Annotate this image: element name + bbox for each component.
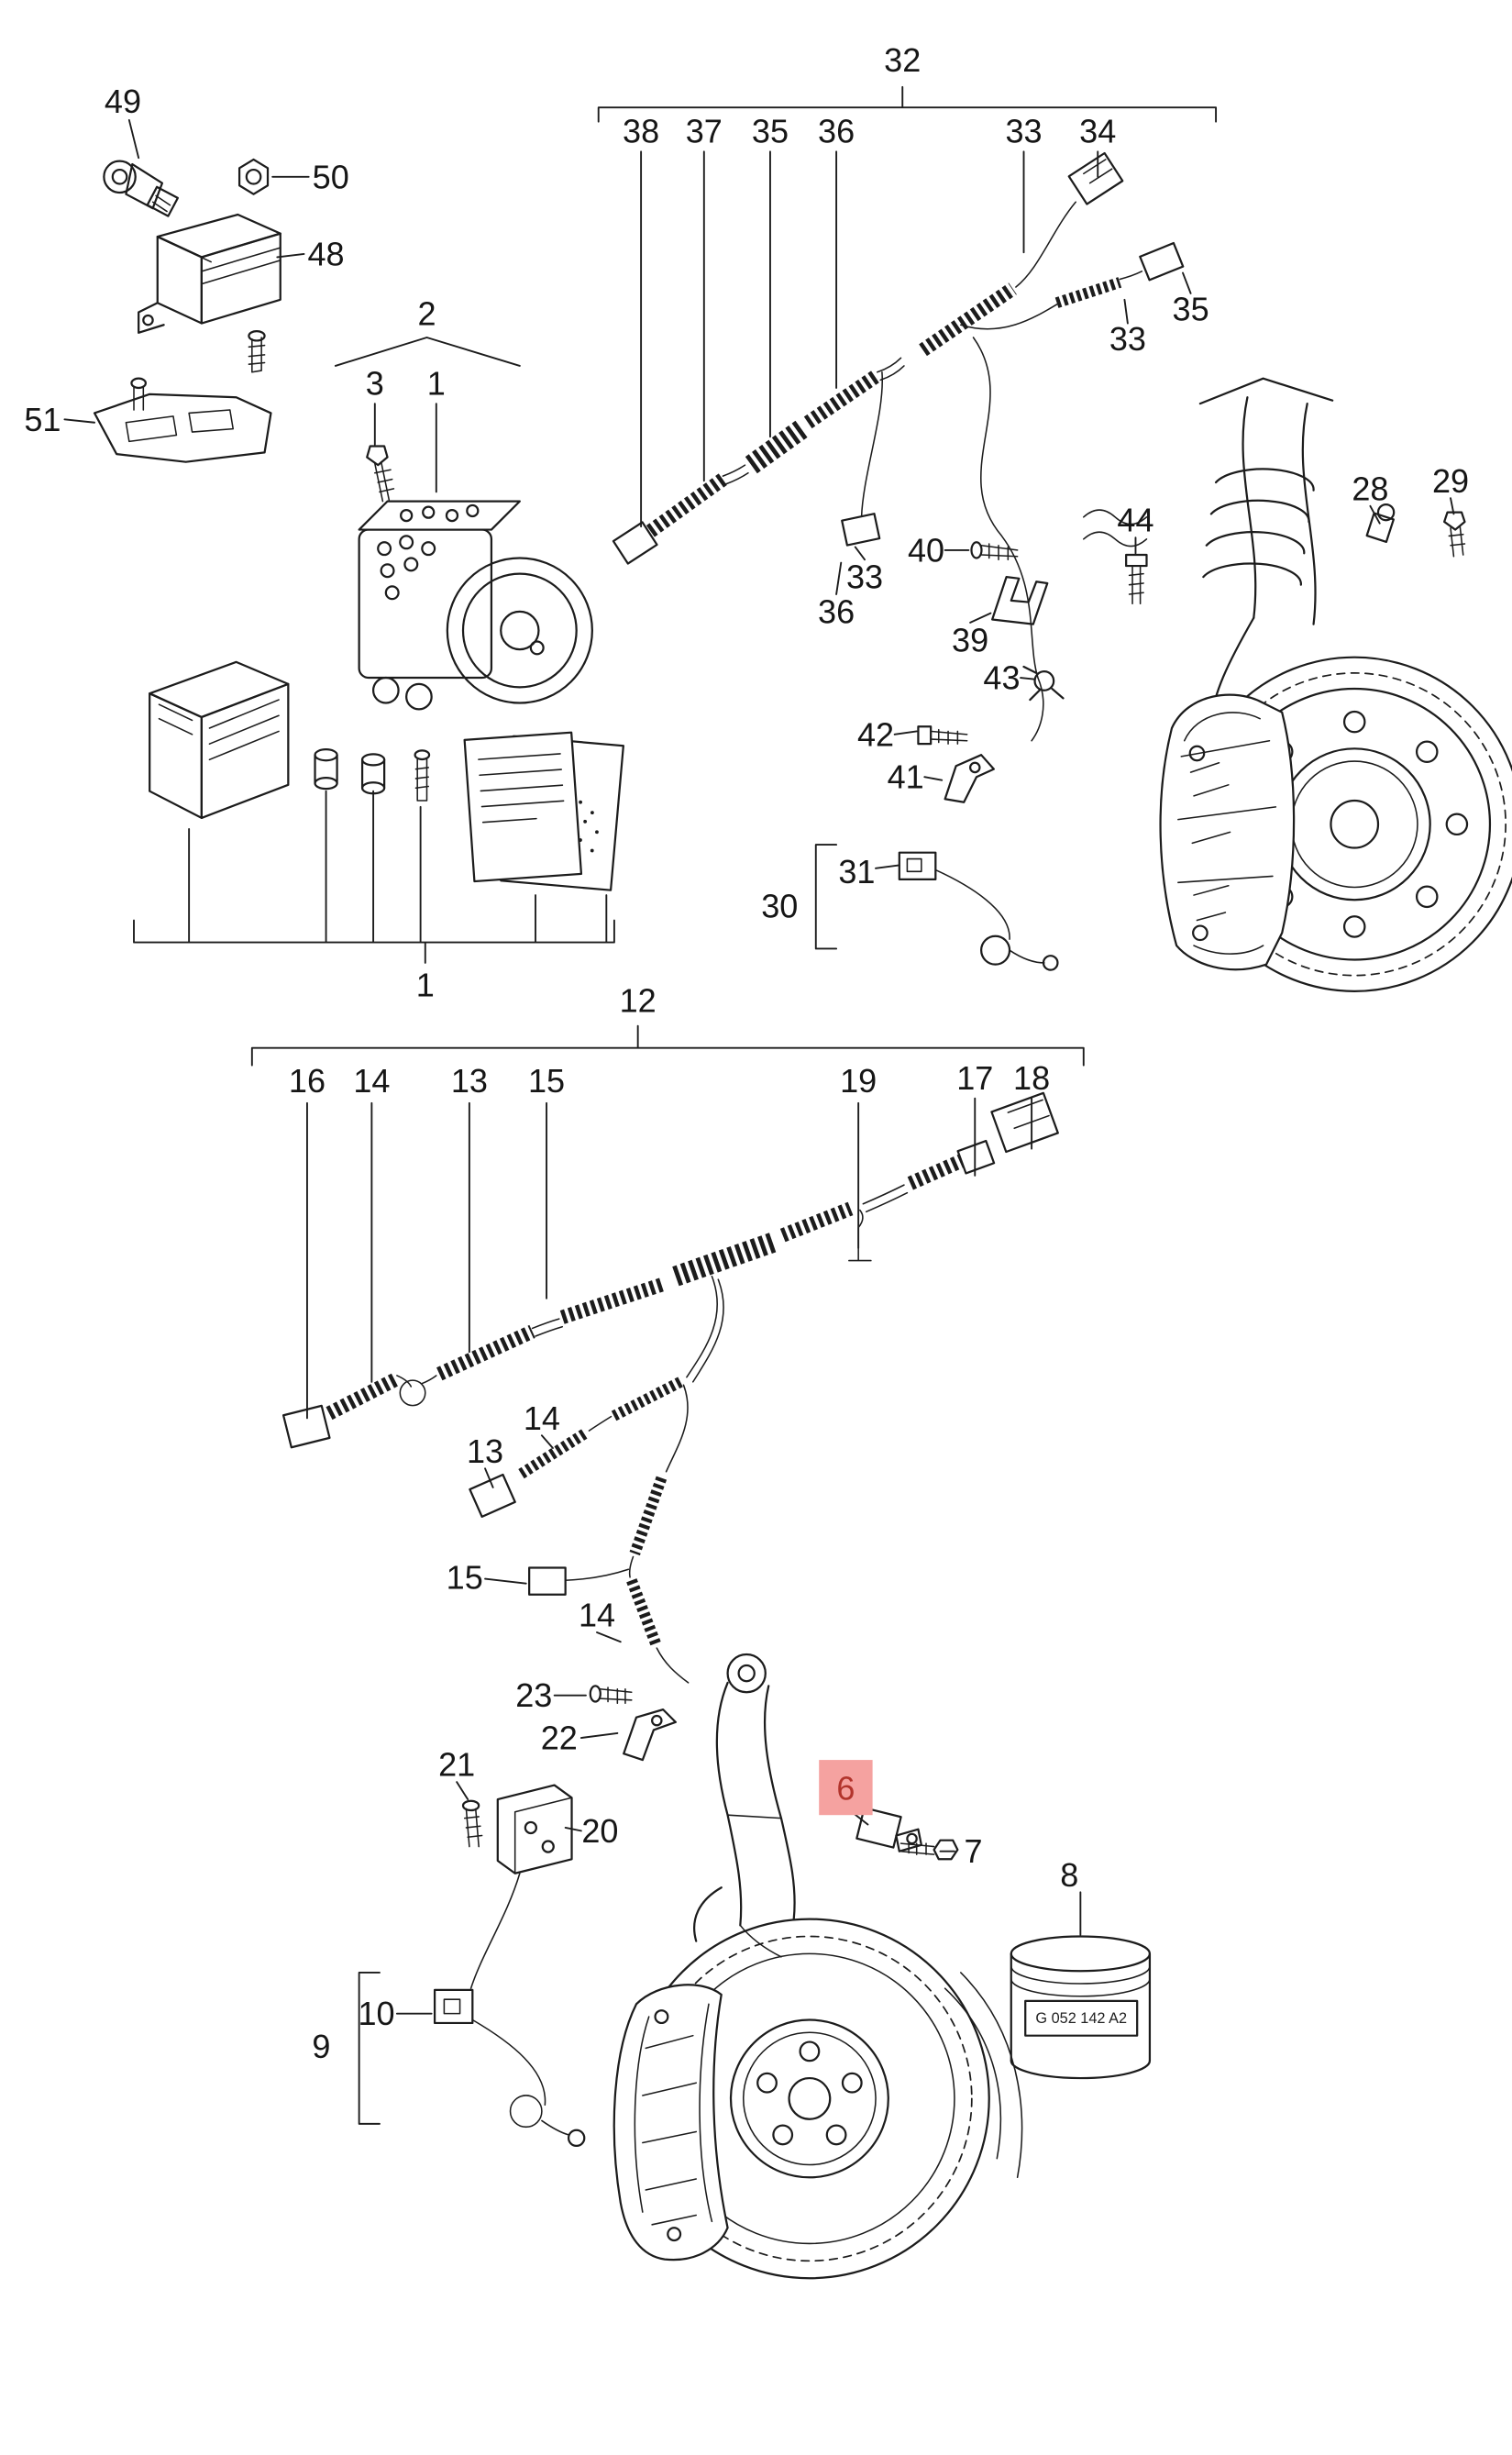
part-label-40: 40 [908,531,944,569]
cylinder-part-number: G 052 142 A2 [1035,2010,1127,2027]
abs-control-module-drawing [149,660,290,820]
rear-axle-assembly-drawing [1083,377,1512,992]
part-label-14c: 14 [579,1597,615,1634]
part-label-51: 51 [24,401,61,438]
part-label-15a: 15 [528,1062,565,1100]
leader-lines [63,85,1455,2125]
part-label-37: 37 [686,112,723,149]
part-label-49: 49 [105,83,141,120]
part-label-1b: 1 [416,966,435,1003]
part-label-12: 12 [620,982,657,1020]
part-label-2: 2 [417,295,436,333]
part-label-33a: 33 [1005,112,1042,149]
part-label-35a: 35 [752,112,789,149]
nut-50-drawing [237,158,270,195]
part-label-33b: 33 [1109,320,1146,358]
part-label-22: 22 [541,1720,578,1757]
rear-harness-32-drawing [612,151,1185,742]
part-label-21: 21 [438,1746,475,1784]
part-label-13a: 13 [451,1062,488,1100]
bracket-51-drawing [93,377,272,463]
part-label-20: 20 [581,1812,618,1850]
part-label-16: 16 [289,1062,326,1100]
part-label-39: 39 [952,621,988,658]
part-label-43: 43 [983,659,1020,697]
front-harness-12-drawing [281,1091,1059,1684]
switch-49-drawing [103,160,180,217]
part-label-35b: 35 [1173,291,1209,328]
part-label-6: 6 [836,1770,855,1808]
part-label-19: 19 [840,1062,877,1100]
part-label-14b: 14 [524,1399,560,1437]
relay-48-drawing [138,213,281,373]
part-label-36a: 36 [818,112,855,149]
part-label-29: 29 [1432,462,1469,500]
part-label-33c: 33 [846,558,883,596]
part-label-38: 38 [623,112,659,149]
part-label-32: 32 [884,41,921,79]
part-label-3: 3 [366,364,384,402]
part-label-7: 7 [965,1832,983,1870]
part-label-15b: 15 [447,1558,483,1596]
part-label-36b: 36 [818,592,855,630]
part-label-23: 23 [515,1676,552,1714]
part-label-41: 41 [888,758,924,796]
part-label-50: 50 [313,158,349,195]
part-label-14a: 14 [353,1062,390,1100]
part-label-34: 34 [1079,112,1116,149]
part-label-13b: 13 [467,1432,503,1470]
grommets-and-screw-drawing [314,748,431,802]
part-label-17: 17 [956,1059,993,1097]
part-label-30: 30 [761,888,798,925]
part-label-10: 10 [358,1995,394,2032]
rear-brackets-fasteners-drawing [898,541,1148,971]
part-label-31: 31 [838,853,875,890]
part-label-48: 48 [308,235,345,272]
part-label-9: 9 [312,2028,330,2065]
part-label-1a: 1 [427,364,446,402]
part-label-8: 8 [1060,1856,1078,1894]
front-axle-assembly-drawing: G 052 142 A2 [433,1653,1152,2280]
highlight-box-6 [819,1760,873,1816]
part-label-44: 44 [1117,502,1153,539]
abs-hydraulic-unit-drawing [358,445,593,711]
part-label-28: 28 [1352,470,1388,507]
part-label-42: 42 [857,715,894,753]
part-label-18: 18 [1013,1059,1050,1097]
instruction-sheets-drawing [463,731,624,891]
